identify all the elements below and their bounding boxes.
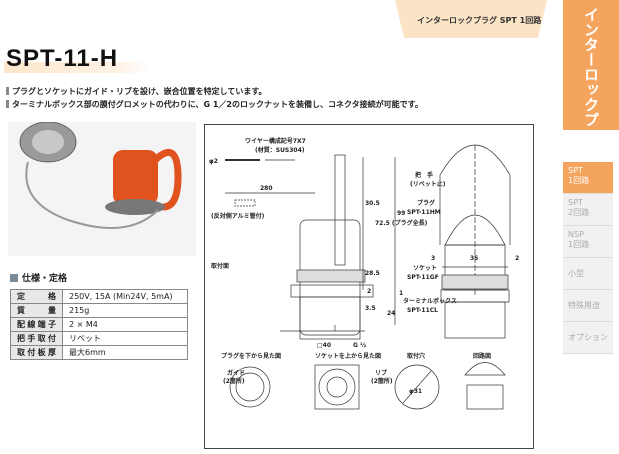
- label-handle-rivet: (リベット止): [410, 180, 446, 188]
- dim-2: 2: [367, 288, 371, 295]
- view-mount-hole: 取付穴: [407, 352, 425, 360]
- label-rib: リブ: [375, 369, 387, 377]
- dim-30-5: 30.5: [365, 200, 380, 207]
- spec-key: 取付板厚: [10, 345, 63, 360]
- section-header: インターロックプラグ: [526, 0, 619, 130]
- nav-label: NSP: [568, 230, 584, 239]
- view-socket-top: ソケットを上から見た図: [315, 352, 381, 360]
- spec-key: 質量: [10, 303, 63, 318]
- category-label: インターロックプラグ SPT 1回路: [417, 16, 542, 25]
- product-photo: [8, 121, 196, 256]
- nav-label: SPT: [568, 198, 583, 207]
- spec-heading: 仕様・定格: [10, 271, 67, 284]
- label-plug-model: SPT-11HM: [407, 209, 441, 216]
- table-row: 取付板厚最大6mm: [10, 345, 188, 360]
- nav-label: 1回路: [568, 176, 590, 185]
- label-alu-tube: (反対側アルミ管付): [211, 212, 265, 220]
- nav-label: オプション: [568, 332, 608, 342]
- dim-24: 24: [387, 310, 395, 317]
- nav-label: 小型: [568, 268, 584, 278]
- label-terminal-box: ターミナルボックス: [403, 297, 457, 305]
- product-photo-image: [19, 121, 182, 229]
- nav-label: 2回路: [568, 208, 590, 217]
- spec-value: 215g: [62, 303, 188, 318]
- spec-value: 250V, 15A (Min24V, 5mA): [62, 289, 188, 304]
- dim-280: 280: [260, 185, 273, 192]
- feature-item: ターミナルボックス部の膜付グロメットの代わりに、G 1／2のロックナットを装備し…: [6, 98, 423, 111]
- label-plug: プラグ: [417, 199, 435, 207]
- page-title: SPT-11-H: [6, 45, 119, 72]
- dim-99: 99: [397, 210, 405, 217]
- nav-small[interactable]: 小型: [563, 258, 613, 290]
- spec-value: リベット: [62, 331, 188, 346]
- spec-value: 2 × M4: [62, 317, 188, 332]
- nav-label: 1回路: [568, 240, 590, 249]
- nav-label: SPT: [568, 166, 583, 175]
- label-mount-surface: 取付面: [211, 262, 229, 270]
- drawing-svg: ワイヤー構成記号7X7 (材質：SUS304) φ2 280 (反対側アルミ管付…: [209, 137, 519, 410]
- technical-drawing: ワイヤー構成記号7X7 (材質：SUS304) φ2 280 (反対側アルミ管付…: [204, 124, 534, 449]
- nav-special[interactable]: 特殊用途: [563, 290, 613, 322]
- label-guide: ガイド: [227, 369, 245, 377]
- label-g-half: G ½: [353, 342, 366, 349]
- table-row: 把手取付リベット: [10, 331, 188, 346]
- dim-40: □40: [317, 342, 331, 349]
- title-underline: [4, 62, 150, 73]
- label-wire-material: (材質：SUS304): [255, 146, 305, 154]
- dim-phi31: φ31: [409, 388, 422, 395]
- dim-28-5: 28.5: [365, 270, 380, 277]
- dim-phi2: φ2: [209, 158, 218, 165]
- feature-item: プラグとソケットにガイド・リブを設け、嵌合位置を特定しています。: [6, 85, 423, 98]
- category-tab: インターロックプラグ SPT 1回路: [395, 0, 547, 38]
- nav-options[interactable]: オプション: [563, 322, 613, 354]
- nav-label: 特殊用途: [568, 300, 600, 310]
- spec-key: 定格: [10, 289, 63, 304]
- dim-3: 3: [431, 255, 435, 262]
- dim-1: 1: [399, 290, 403, 297]
- dim-35: 35: [470, 255, 478, 262]
- label-guide-count: (2箇所): [223, 377, 245, 385]
- spec-value: 最大6mm: [62, 345, 188, 360]
- label-handle: 把 手: [415, 171, 433, 179]
- label-socket-model: SPT-11GF: [407, 274, 439, 281]
- label-rib-count: (2箇所): [371, 377, 393, 385]
- feature-list: プラグとソケットにガイド・リブを設け、嵌合位置を特定しています。 ターミナルボッ…: [6, 85, 423, 111]
- label-terminal-box-model: SPT-11CL: [407, 307, 438, 314]
- dim-72-5: 72.5 (プラグ全長): [375, 219, 428, 227]
- label-socket: ソケット: [413, 265, 437, 272]
- dim-3-5: 3.5: [365, 305, 376, 312]
- dim-2b: 2: [515, 255, 519, 262]
- spec-key: 配線端子: [10, 317, 63, 332]
- spec-key: 把手取付: [10, 331, 63, 346]
- view-circuit: 回路図: [473, 352, 491, 360]
- label-wire: ワイヤー構成記号7X7: [245, 137, 306, 145]
- view-plug-bottom: プラグを下から見た図: [221, 352, 281, 360]
